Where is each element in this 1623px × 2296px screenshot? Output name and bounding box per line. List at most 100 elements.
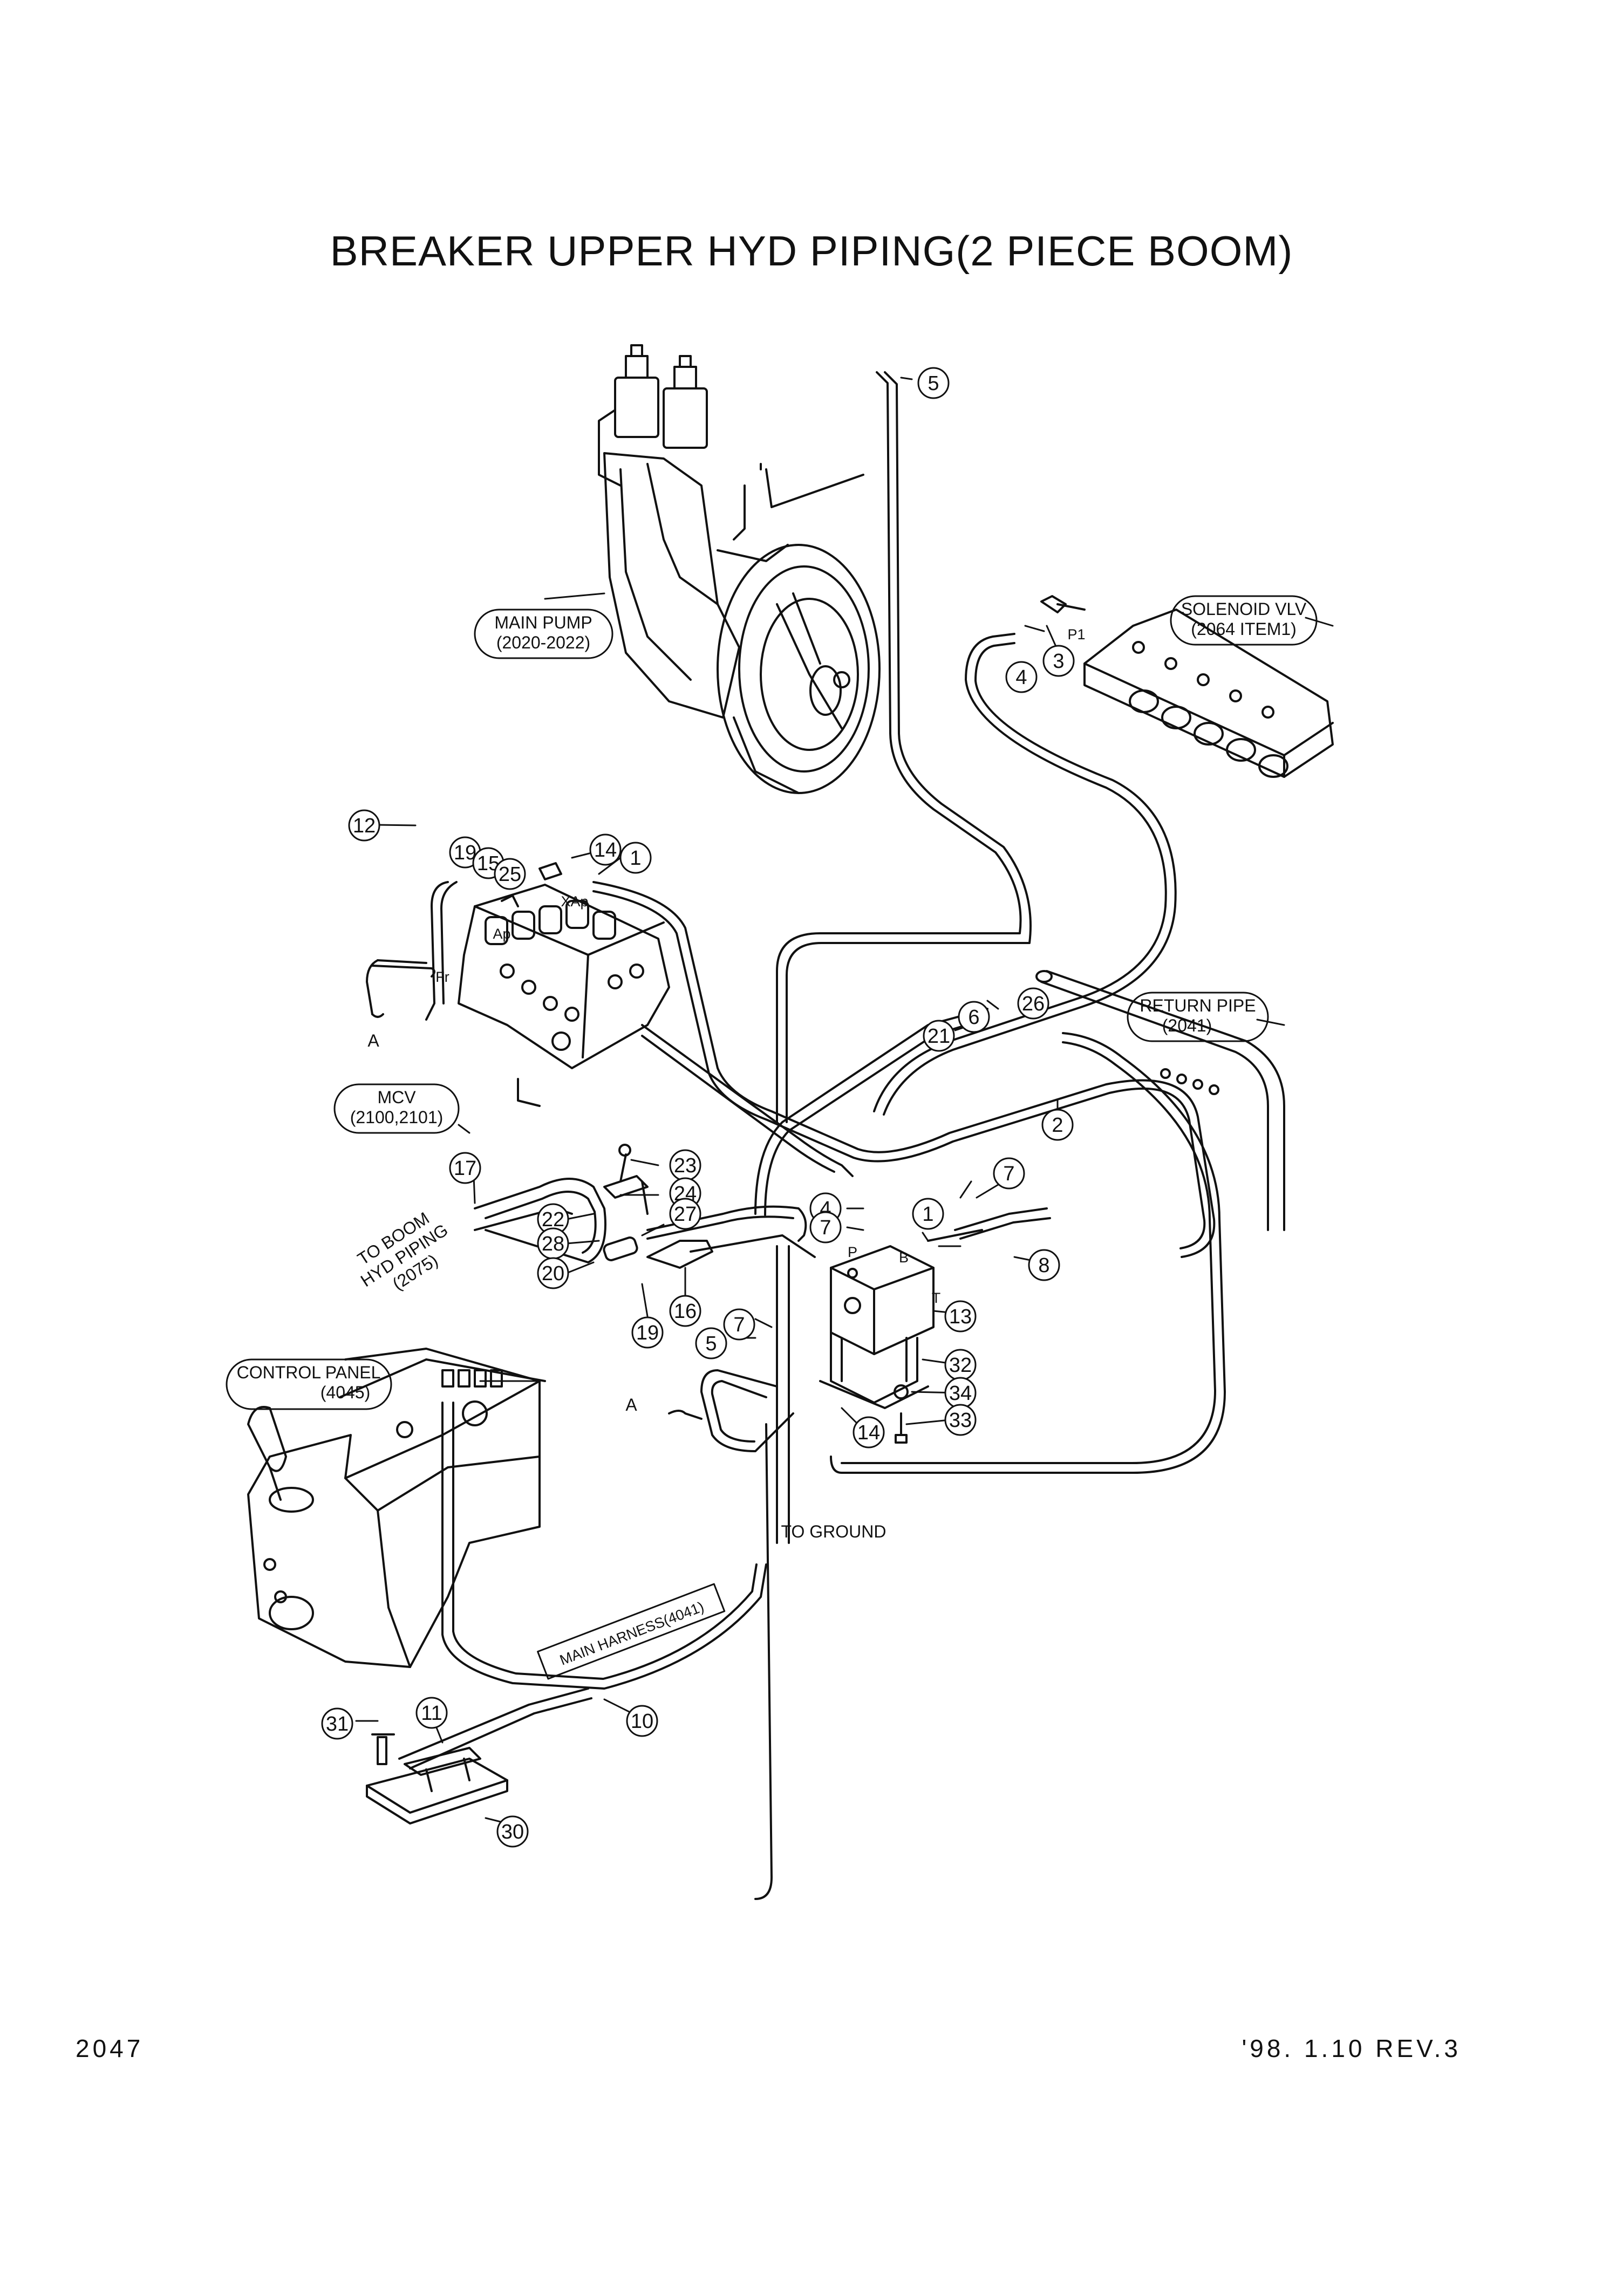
mcv-label: MCV — [377, 1088, 416, 1107]
callout-number: 4 — [1015, 666, 1027, 689]
callout-6: 6 — [958, 1001, 990, 1033]
solenoid-valve-drawing — [1040, 595, 1334, 778]
to-boom-label: TO BOOM HYD PIPING (2075) — [354, 1208, 451, 1294]
to-ground-label: TO GROUND — [781, 1522, 886, 1541]
callout-number: 2 — [1052, 1114, 1063, 1137]
port-fr: Fr — [435, 969, 449, 985]
callout-19: 19 — [631, 1316, 664, 1349]
callout-16: 16 — [669, 1295, 701, 1327]
callout-1: 1 — [912, 1198, 944, 1230]
break-a-mid: A — [625, 1395, 637, 1414]
break-a-left: A — [367, 1031, 379, 1050]
callout-5: 5 — [917, 367, 950, 399]
component-label-boxes — [226, 595, 1318, 1410]
callout-2: 2 — [1041, 1109, 1074, 1141]
port-ap: Ap — [493, 926, 510, 942]
callout-14: 14 — [853, 1416, 885, 1448]
solenoid-valve-label: SOLENOID VLV — [1181, 599, 1307, 619]
callout-31: 31 — [321, 1707, 353, 1740]
callout-number: 13 — [949, 1306, 972, 1328]
callout-14: 14 — [589, 833, 622, 866]
main-pump-drawing — [598, 344, 881, 794]
callout-number: 31 — [326, 1713, 349, 1735]
callout-number: 16 — [674, 1300, 697, 1323]
mcv-drawing — [458, 862, 670, 1107]
callout-number: 21 — [928, 1025, 950, 1048]
callout-27: 27 — [669, 1198, 701, 1230]
main-pump-ref: (2020-2022) — [496, 633, 590, 652]
callout-8: 8 — [1028, 1249, 1060, 1281]
callout-17: 17 — [449, 1152, 481, 1184]
port-xap: XAp — [561, 893, 588, 910]
callout-number: 12 — [353, 815, 376, 837]
port-b: B — [899, 1249, 909, 1266]
port-p1: P1 — [1067, 626, 1085, 643]
leader-lines — [355, 377, 1334, 1824]
callout-number: 8 — [1038, 1254, 1049, 1277]
callout-11: 11 — [415, 1697, 448, 1729]
control-panel-label: CONTROL PANEL — [237, 1363, 381, 1382]
manifold-drawing — [603, 1144, 713, 1269]
callout-number: 28 — [542, 1233, 564, 1255]
callout-7: 7 — [993, 1157, 1025, 1190]
callout-15: 15 — [472, 847, 504, 879]
mcv-ref: (2100,2101) — [350, 1108, 444, 1127]
callout-32: 32 — [944, 1349, 977, 1381]
callout-22: 22 — [537, 1203, 569, 1235]
page-number: 2047 — [76, 2034, 144, 2062]
callout-number: 11 — [421, 1702, 442, 1725]
callout-number: 23 — [674, 1154, 697, 1177]
callout-number: 10 — [631, 1710, 653, 1733]
callout-34: 34 — [944, 1377, 977, 1409]
callout-number: 27 — [674, 1203, 697, 1226]
callout-number: 14 — [857, 1422, 880, 1444]
port-t: T — [932, 1290, 941, 1306]
page-title: BREAKER UPPER HYD PIPING(2 PIECE BOOM) — [330, 227, 1293, 275]
hose-lines — [366, 371, 1226, 1900]
port-labels: P1 XAp Ap Fr P B T A A — [367, 626, 1085, 1414]
callout-number: 33 — [949, 1409, 972, 1432]
callout-number: 17 — [454, 1157, 476, 1180]
return-pipe-label: RETURN PIPE — [1140, 996, 1256, 1015]
callout-number: 26 — [1022, 993, 1045, 1015]
control-panel-drawing — [247, 1348, 546, 1668]
callout-13: 13 — [944, 1300, 977, 1332]
callout-20: 20 — [537, 1257, 569, 1289]
callout-number: 5 — [928, 372, 939, 395]
callout-23: 23 — [669, 1149, 701, 1181]
return-pipe-drawing — [1035, 970, 1285, 1231]
callout-10: 10 — [626, 1705, 658, 1737]
callout-21: 21 — [923, 1020, 955, 1052]
callout-30: 30 — [496, 1815, 529, 1848]
callout-7: 7 — [723, 1308, 755, 1341]
return-pipe-ref: (2041) — [1162, 1016, 1212, 1035]
callout-7: 7 — [809, 1211, 842, 1243]
pedal-drawing — [366, 1733, 508, 1824]
callout-25: 25 — [494, 858, 526, 890]
callout-26: 26 — [1017, 987, 1049, 1020]
callout-number: 19 — [636, 1322, 659, 1344]
callout-19: 19 — [449, 836, 481, 869]
callout-4: 4 — [1005, 661, 1038, 693]
breaker-valve-drawing — [819, 1245, 935, 1444]
callout-number: 6 — [968, 1006, 979, 1029]
solenoid-ports — [1129, 689, 1288, 778]
callout-number: 7 — [733, 1314, 745, 1336]
callout-28: 28 — [537, 1227, 569, 1260]
callout-number: 1 — [922, 1203, 933, 1226]
callout-5: 5 — [695, 1327, 727, 1359]
port-p: P — [848, 1244, 857, 1260]
callout-33: 33 — [944, 1404, 977, 1436]
callout-number: 7 — [820, 1217, 831, 1239]
solenoid-valve-ref: (2064 ITEM1) — [1191, 619, 1297, 639]
callout-3: 3 — [1042, 645, 1075, 677]
callout-number: 34 — [949, 1382, 972, 1405]
callout-number: 7 — [1003, 1163, 1014, 1185]
main-pump-label: MAIN PUMP — [494, 613, 592, 632]
callout-number: 3 — [1053, 650, 1064, 673]
callout-number: 20 — [542, 1262, 564, 1285]
callout-number: 25 — [499, 863, 521, 886]
main-harness-tag: MAIN HARNESS(4041) — [537, 1583, 726, 1680]
